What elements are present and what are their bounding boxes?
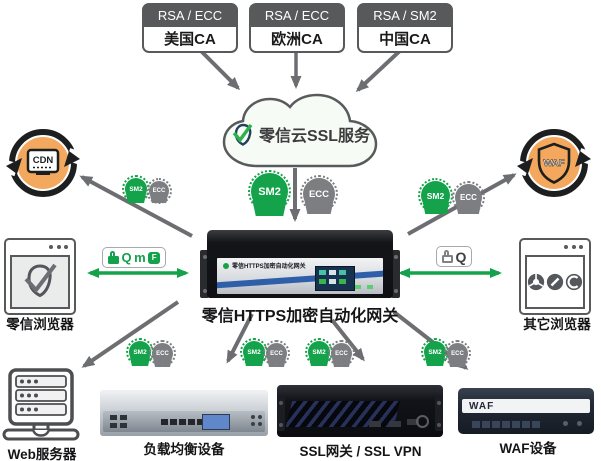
sm2-badge: SM2 — [122, 175, 150, 203]
lock-bar-chip-f: F — [148, 251, 161, 264]
load-balancer-lcd — [202, 414, 230, 430]
ecc-badge: ECC — [149, 340, 176, 367]
arrow-usca-to-cloud — [195, 45, 241, 91]
load-balancer-faceplate — [103, 411, 265, 432]
rack-ear — [391, 250, 400, 298]
waf-device-faceplate: WAF — [462, 399, 590, 413]
ecc-badge: ECC — [146, 178, 172, 204]
web-server-icon — [2, 368, 80, 441]
rack-ear — [200, 250, 209, 298]
sm2-badge: SM2 — [418, 178, 453, 213]
waf-label: WAF — [543, 158, 564, 169]
zotrus-logo-icon — [232, 123, 253, 146]
window-dots-icon — [49, 245, 68, 249]
arrow-gateway-to-cdn — [79, 175, 193, 238]
gateway-chassis: 零信HTTPS加密自动化网关 — [207, 230, 393, 298]
power-button-icon — [416, 415, 429, 428]
ca-protocols: RSA / ECC — [249, 3, 345, 27]
waf-device-label: WAF设备 — [499, 441, 557, 456]
ca-box-eu: RSA / ECC 欧洲CA — [249, 3, 345, 53]
sm2-badge: SM2 — [248, 170, 291, 213]
ssl-gateway-vents — [285, 401, 401, 427]
zotrus-browser-label: 零信浏览器 — [6, 317, 74, 332]
gateway-logo-icon — [223, 262, 229, 269]
rack-ear — [435, 397, 443, 431]
ca-name: 美国CA — [142, 27, 238, 53]
cloud-label: 零信云SSL服务 — [258, 128, 371, 145]
waf-device-ports — [472, 421, 480, 428]
ssl-gateway-label: SSL网关 / SSL VPN — [299, 444, 422, 459]
load-balancer-image — [100, 390, 268, 436]
arrow-gateway-to-loadbalancer — [226, 313, 254, 364]
sm2-badge: SM2 — [240, 338, 268, 366]
ssl-gateway-image — [277, 385, 443, 437]
gateway-label: 零信HTTPS加密自动化网关 — [201, 308, 399, 325]
ecc-badge: ECC — [444, 340, 471, 367]
ca-name: 欧洲CA — [249, 27, 345, 53]
lock-bar-letter-q: Q — [455, 248, 467, 265]
load-balancer-label: 负载均衡设备 — [143, 442, 225, 457]
rack-ear — [277, 397, 285, 431]
ecc-badge: ECC — [300, 175, 338, 213]
lock-bar-letter-m: m — [134, 250, 146, 265]
waf-cycle-icon: WAF — [515, 129, 593, 197]
other-browser-label: 其它浏览器 — [523, 317, 591, 332]
window-dots-icon — [564, 245, 583, 249]
web-server-label: Web服务器 — [7, 447, 77, 461]
ecc-badge: ECC — [328, 340, 355, 367]
gateway-lcd-screen — [315, 266, 355, 291]
gateway-device-label: 零信HTTPS加密自动化网关 — [232, 264, 306, 270]
arrow-cnca-to-cloud — [355, 45, 406, 93]
waf-device-panel-text: WAF — [469, 400, 495, 412]
ca-protocols: RSA / ECC — [142, 3, 238, 27]
cloud-shape — [222, 93, 378, 168]
zotrus-browser-window — [4, 238, 76, 315]
lock-icon — [442, 250, 453, 263]
gateway-device-image: 零信HTTPS加密自动化网关 — [200, 230, 400, 302]
ca-box-cn: RSA / SM2 中国CA — [357, 3, 453, 53]
ca-name: 中国CA — [357, 27, 453, 53]
sm2-badge: SM2 — [421, 338, 449, 366]
browser-logos-icon — [527, 273, 583, 291]
sm2-badge: SM2 — [305, 338, 333, 366]
gateway-faceplate: 零信HTTPS加密自动化网关 — [217, 258, 383, 294]
ca-box-us: RSA / ECC 美国CA — [142, 3, 238, 53]
gateway-led — [367, 285, 373, 289]
arrow-gateway-to-webserver — [81, 300, 180, 368]
ecc-badge: ECC — [452, 181, 485, 214]
cloud-ssl-service: 零信云SSL服务 — [212, 92, 390, 174]
zotrus-shield-icon — [24, 263, 57, 298]
waf-device-image: WAF — [458, 388, 594, 434]
other-lock-bar: Q — [436, 246, 473, 267]
gateway-led — [355, 285, 361, 289]
other-browser-window — [519, 238, 591, 315]
cdn-cycle-icon: CDN — [4, 129, 82, 197]
ca-protocols: RSA / SM2 — [357, 3, 453, 27]
cdn-label: CDN — [33, 155, 54, 166]
zotrus-lock-bar: Q m F — [102, 247, 167, 268]
sm2-badge: SM2 — [126, 338, 154, 366]
arrow-gateway-to-sslgw — [330, 318, 365, 362]
lock-bar-letter-q: Q — [121, 250, 132, 265]
lock-icon — [108, 251, 119, 264]
ecc-badge: ECC — [263, 340, 290, 367]
